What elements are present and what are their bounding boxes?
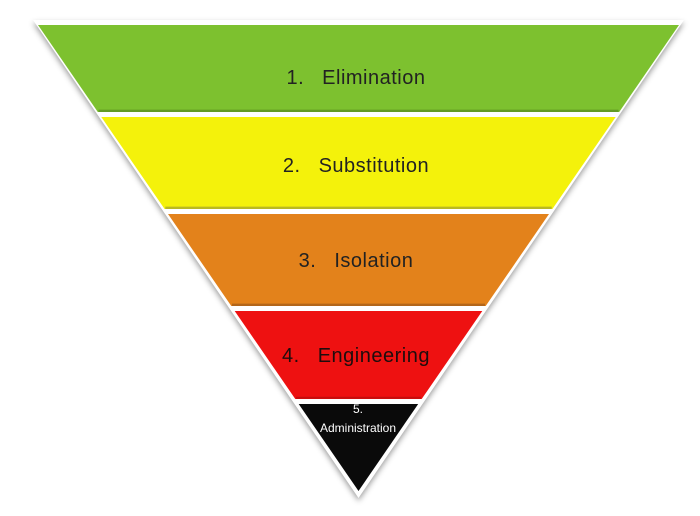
level-1-shape bbox=[38, 25, 679, 112]
level-4-engineering: 4. Engineering bbox=[234, 311, 483, 399]
level-4-shape bbox=[234, 311, 483, 399]
level-5-text: Administration bbox=[320, 421, 396, 435]
level-4-label: 4. Engineering bbox=[282, 345, 430, 367]
level-5-number: 5. bbox=[353, 402, 363, 416]
level-1-text: Elimination bbox=[322, 67, 425, 89]
level-3-text: Isolation bbox=[334, 250, 413, 272]
level-2-number: 2. bbox=[283, 155, 301, 177]
level-5-shape bbox=[298, 404, 419, 491]
level-1-number: 1. bbox=[286, 67, 304, 89]
level-3-shape bbox=[168, 214, 549, 306]
level-5-administration: 5. Administration bbox=[298, 402, 419, 491]
level-2-substitution: 2. Substitution bbox=[101, 117, 616, 210]
level-3-number: 3. bbox=[299, 250, 317, 272]
level-2-shape bbox=[101, 117, 616, 209]
level-3-isolation: 3. Isolation bbox=[168, 214, 549, 306]
level-4-text: Engineering bbox=[318, 345, 430, 367]
level-1-elimination: 1. Elimination bbox=[38, 25, 679, 113]
level-2-label: 2. Substitution bbox=[283, 155, 429, 177]
level-1-label: 1. Elimination bbox=[286, 67, 425, 89]
level-4-number: 4. bbox=[282, 345, 300, 367]
level-2-text: Substitution bbox=[319, 155, 430, 177]
level-3-label: 3. Isolation bbox=[299, 250, 414, 272]
